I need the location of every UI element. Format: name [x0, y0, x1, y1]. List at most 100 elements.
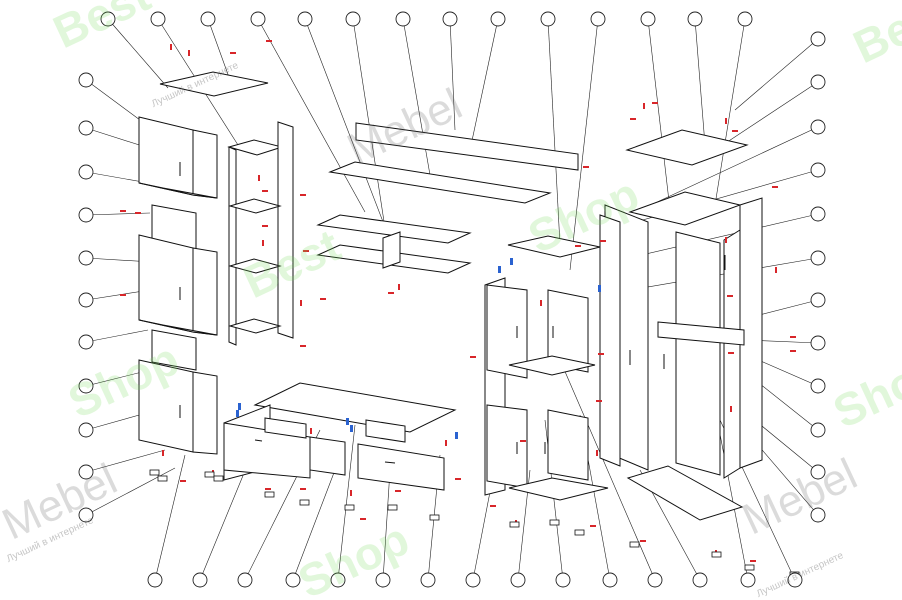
fitting-mark: [300, 194, 306, 196]
top-callout-4: [250, 11, 266, 27]
left-leader-10: [85, 449, 166, 473]
top-leader-5: [304, 18, 391, 241]
fitting-mark: [388, 292, 394, 294]
bottom-callout-12: [647, 572, 663, 588]
center-right-cabinet: [484, 235, 609, 501]
left-callout-2: [78, 120, 94, 136]
bracket-mark: [498, 266, 501, 273]
fitting-mark: [162, 450, 164, 456]
top-callout-8: [442, 11, 458, 27]
left-callout-5: [78, 250, 94, 266]
top-leader-7: [402, 18, 431, 176]
bottom-callout-9: [510, 572, 526, 588]
fitting-mark: [772, 186, 778, 188]
furniture-parts: [138, 71, 763, 521]
bottom-leader-6: [382, 469, 391, 581]
fitting-mark: [135, 212, 141, 214]
fitting-mark: [575, 245, 581, 247]
left-callout-1: [78, 72, 94, 88]
bracket-mark: [236, 410, 239, 417]
fitting-mark: [398, 284, 400, 290]
bottom-callout-11: [602, 572, 618, 588]
callout-circles: [78, 11, 826, 588]
fitting-mark: [640, 540, 646, 542]
left-callout-4: [78, 207, 94, 223]
fitting-mark: [350, 490, 352, 496]
fitting-mark: [266, 40, 272, 42]
foot-connector: [711, 551, 722, 558]
left-shelf-column: [227, 121, 294, 346]
bracket-mark: [510, 258, 513, 265]
fitting-mark: [310, 428, 312, 434]
left-callout-3: [78, 164, 94, 180]
bottom-callout-5: [330, 572, 346, 588]
top-leader-10: [547, 18, 561, 246]
fitting-mark: [360, 518, 366, 520]
fitting-mark: [470, 356, 476, 358]
fitting-mark: [725, 118, 727, 124]
left-leader-1: [85, 79, 141, 121]
top-callout-2: [150, 11, 166, 27]
fitting-mark: [303, 250, 309, 252]
fitting-mark: [596, 400, 602, 402]
foot-connector: [574, 529, 585, 536]
foot-connector: [429, 514, 440, 521]
bracket-mark: [346, 418, 349, 425]
right-callout-7: [810, 292, 826, 308]
top-leader-1: [107, 18, 169, 89]
bracket-mark: [350, 425, 353, 432]
fitting-mark: [630, 118, 636, 120]
right-callout-8: [810, 335, 826, 351]
fitting-mark: [300, 345, 306, 347]
right-callout-2: [810, 74, 826, 90]
foot-connector: [344, 504, 355, 511]
fitting-mark: [600, 240, 606, 242]
bottom-callout-2: [192, 572, 208, 588]
top-leader-11: [569, 18, 599, 271]
foot-connector: [204, 471, 215, 478]
left-leader-7: [85, 329, 149, 343]
bracket-mark: [598, 285, 601, 292]
fitting-mark: [775, 267, 777, 273]
fitting-mark: [727, 295, 733, 297]
left-callout-8: [78, 378, 94, 394]
foot-connector: [264, 491, 275, 498]
right-callout-1: [810, 31, 826, 47]
fitting-mark: [596, 450, 598, 456]
left-tall-cabinet: [138, 116, 218, 455]
bottom-callout-1: [147, 572, 163, 588]
foot-connector: [299, 499, 310, 506]
fitting-mark: [170, 44, 172, 50]
right-callout-10: [810, 422, 826, 438]
right-callout-4: [810, 162, 826, 178]
top-callout-11: [590, 11, 606, 27]
fitting-mark: [540, 300, 542, 306]
right-leader-1: [734, 38, 819, 111]
top-leader-4: [257, 18, 366, 213]
bracket-mark: [238, 403, 241, 410]
foot-connector: [213, 475, 224, 482]
right-callout-6: [810, 250, 826, 266]
hardware-marks: [120, 40, 800, 578]
fitting-mark: [590, 525, 596, 527]
top-callout-9: [490, 11, 506, 27]
foot-connector: [509, 521, 520, 528]
bottom-callout-14: [740, 572, 756, 588]
fitting-mark: [265, 488, 271, 490]
right-callout-5: [810, 206, 826, 222]
bottom-callout-15: [787, 572, 803, 588]
bracket-mark: [455, 432, 458, 439]
right-callout-3: [810, 119, 826, 135]
foot-connector: [744, 564, 755, 571]
left-callout-10: [78, 464, 94, 480]
left-top-panel: [159, 71, 269, 97]
foot-connector: [629, 541, 640, 548]
foot-connector: [149, 469, 160, 476]
fitting-mark: [490, 505, 496, 507]
right-callout-12: [810, 507, 826, 523]
bottom-callout-10: [555, 572, 571, 588]
fitting-mark: [300, 300, 302, 306]
fitting-mark: [262, 225, 268, 227]
top-leader-8: [449, 18, 456, 131]
